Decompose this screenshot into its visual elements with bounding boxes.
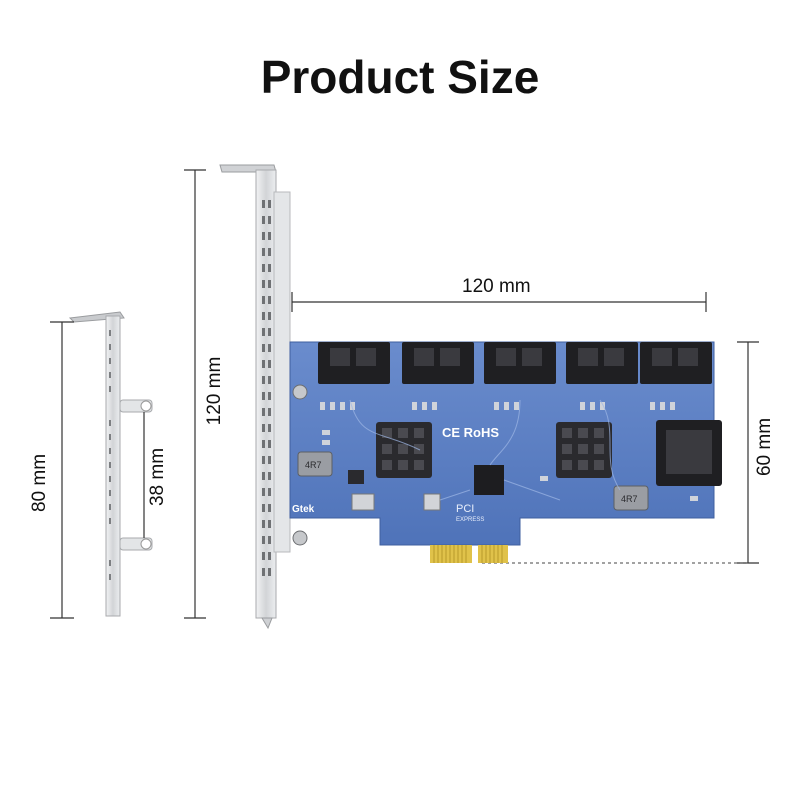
certification-text: CE RoHS: [442, 425, 499, 440]
page-title: Product Size: [260, 51, 540, 103]
inductor-left: [297, 451, 333, 477]
pci-text: PCI: [456, 503, 474, 515]
heatsink-right: [556, 422, 612, 478]
label-120mm-horizontal: 120 mm: [462, 276, 531, 297]
inductor-right-label: 4R7: [621, 494, 638, 504]
dim-line-120mm-horizontal: [291, 292, 707, 312]
pcie-card: Gtek CE RoHS PCI EXPRESS 4R7 4R7: [289, 341, 722, 563]
dim-line-120mm-vertical: [184, 169, 206, 619]
label-60mm: 60 mm: [754, 417, 775, 477]
controller-chip: [474, 465, 504, 495]
low-profile-bracket: [68, 311, 153, 617]
label-120mm-vertical: 120 mm: [204, 356, 225, 426]
dim-line-80mm: [50, 321, 74, 619]
full-height-bracket: [219, 164, 291, 630]
vent-holes: [109, 330, 111, 580]
label-80mm: 80 mm: [29, 453, 50, 513]
label-38mm: 38 mm: [147, 447, 168, 507]
inductor-right: [613, 485, 649, 511]
express-text: EXPRESS: [456, 517, 484, 523]
brand-text: Gtek: [292, 504, 315, 515]
gold-fingers: [430, 545, 508, 563]
heatsink-left: [376, 422, 432, 478]
inductor-left-label: 4R7: [305, 460, 322, 470]
